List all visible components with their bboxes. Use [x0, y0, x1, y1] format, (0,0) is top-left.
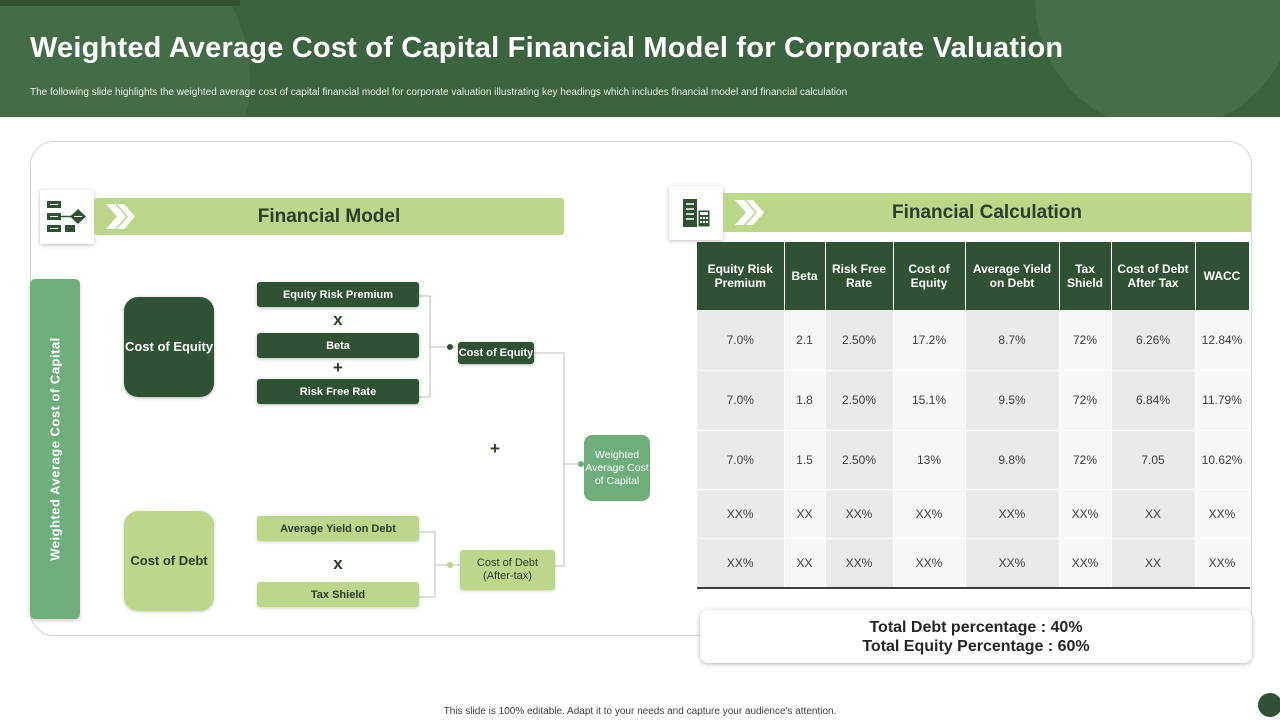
table-cell: 2.1 — [784, 310, 826, 371]
table-cell: 72% — [1059, 430, 1112, 490]
column-header: WACC — [1195, 242, 1250, 310]
table-cell: 17.2% — [893, 310, 966, 371]
average-yield-pill: Average Yield on Debt — [257, 516, 419, 541]
table-cell: 72% — [1059, 370, 1112, 431]
table-cell: 6.84% — [1111, 370, 1196, 431]
table-cell: 11.79% — [1195, 370, 1250, 431]
table-cell: 7.0% — [697, 430, 785, 490]
header-banner: Weighted Average Cost of Capital Financi… — [0, 0, 1280, 117]
total-equity-percentage: Total Equity Percentage : 60% — [862, 638, 1090, 655]
table-cell: XX% — [1195, 489, 1250, 539]
table-cell: XX — [784, 538, 826, 589]
table-cell: 7.0% — [697, 310, 785, 371]
table-cell: 7.05 — [1111, 430, 1196, 490]
table-cell: XX% — [825, 538, 894, 589]
column-header: Tax Shield — [1059, 242, 1112, 310]
table-cell: 2.50% — [825, 370, 894, 431]
table-cell: 7.0% — [697, 370, 785, 431]
cost-of-debt-box: Cost of Debt — [124, 511, 214, 611]
table-cell: XX% — [1059, 489, 1112, 539]
table-cell: 1.8 — [784, 370, 826, 431]
table-cell: XX% — [697, 538, 785, 589]
table-row: 7.0% 2.1 2.50% 17.2% 8.7% 72% 6.26% 12.8… — [697, 310, 1250, 371]
table-cell: XX% — [893, 489, 966, 539]
double-chevron-icon — [106, 204, 135, 229]
table-cell: XX — [784, 489, 826, 539]
table-cell: XX% — [965, 489, 1060, 539]
flowchart-icon — [40, 190, 94, 244]
plus-operator: + — [490, 439, 500, 458]
table-cell: XX — [1111, 538, 1196, 589]
cost-of-debt-result: Cost of Debt (After-tax) — [460, 550, 555, 590]
table-cell: XX — [1111, 489, 1196, 539]
column-header: Cost of Equity — [893, 242, 966, 310]
footer-note: This slide is 100% editable. Adapt it to… — [443, 706, 837, 717]
table-cell: 15.1% — [893, 370, 966, 431]
decorative-line — [0, 0, 240, 6]
column-header: Cost of Debt After Tax — [1111, 242, 1196, 310]
cost-of-equity-box: Cost of Equity — [124, 297, 214, 397]
table-cell: 9.8% — [965, 430, 1060, 490]
table-row: 7.0% 1.8 2.50% 15.1% 9.5% 72% 6.84% 11.7… — [697, 370, 1250, 431]
page-subtitle: The following slide highlights the weigh… — [30, 87, 848, 98]
multiply-operator: x — [333, 554, 343, 573]
cost-of-equity-result: Cost of Equity — [458, 342, 534, 364]
double-chevron-icon — [735, 200, 764, 225]
table-cell: XX% — [697, 489, 785, 539]
table-row: 7.0% 1.5 2.50% 13% 9.8% 72% 7.05 10.62% — [697, 430, 1250, 490]
totals-box: Total Debt percentage : 40% Total Equity… — [700, 610, 1252, 663]
column-header: Equity Risk Premium — [697, 242, 785, 310]
table-cell: XX% — [965, 538, 1060, 589]
calculator-icon — [669, 186, 723, 240]
wacc-result-box: Weighted Average Cost of Capital — [584, 435, 650, 501]
table-cell: 9.5% — [965, 370, 1060, 431]
tax-shield-pill: Tax Shield — [257, 582, 419, 607]
corner-decoration — [1258, 693, 1280, 717]
table-cell: 8.7% — [965, 310, 1060, 371]
table-cell: 2.50% — [825, 310, 894, 371]
financial-model-heading: Financial Model — [94, 198, 564, 235]
beta-pill: Beta — [257, 333, 419, 358]
column-header: Average Yield on Debt — [965, 242, 1060, 310]
equity-risk-premium-pill: Equity Risk Premium — [257, 282, 419, 307]
column-header: Beta — [784, 242, 826, 310]
table-cell: XX% — [825, 489, 894, 539]
multiply-operator: x — [333, 310, 343, 329]
table-cell: 2.50% — [825, 430, 894, 490]
table-cell: 13% — [893, 430, 966, 490]
financial-calculation-title: Financial Calculation — [891, 202, 1083, 223]
table-row: XX% XX XX% XX% XX% XX% XX XX% — [697, 538, 1250, 589]
column-header: Risk Free Rate — [825, 242, 894, 310]
table-cell: 1.5 — [784, 430, 826, 490]
table-row: XX% XX XX% XX% XX% XX% XX XX% — [697, 489, 1250, 539]
table-cell: XX% — [1059, 538, 1112, 589]
table-cell: 12.84% — [1195, 310, 1250, 371]
table-cell: XX% — [1195, 538, 1250, 589]
table-cell: 72% — [1059, 310, 1112, 371]
risk-free-rate-pill: Risk Free Rate — [257, 379, 419, 404]
decorative-circle — [0, 0, 250, 117]
plus-operator: + — [333, 358, 343, 377]
financial-calculation-table: Equity Risk Premium Beta Risk Free Rate … — [697, 242, 1250, 589]
financial-model-title: Financial Model — [257, 206, 401, 227]
table-cell: XX% — [893, 538, 966, 589]
table-cell: 10.62% — [1195, 430, 1250, 490]
page-title: Weighted Average Cost of Capital Financi… — [30, 32, 1064, 64]
wacc-vertical-bar: Weighted Average Cost of Capital — [30, 279, 80, 619]
total-debt-percentage: Total Debt percentage : 40% — [869, 619, 1083, 636]
financial-calculation-heading: Financial Calculation — [723, 193, 1251, 232]
table-header-row: Equity Risk Premium Beta Risk Free Rate … — [697, 242, 1250, 310]
table-cell: 6.26% — [1111, 310, 1196, 371]
